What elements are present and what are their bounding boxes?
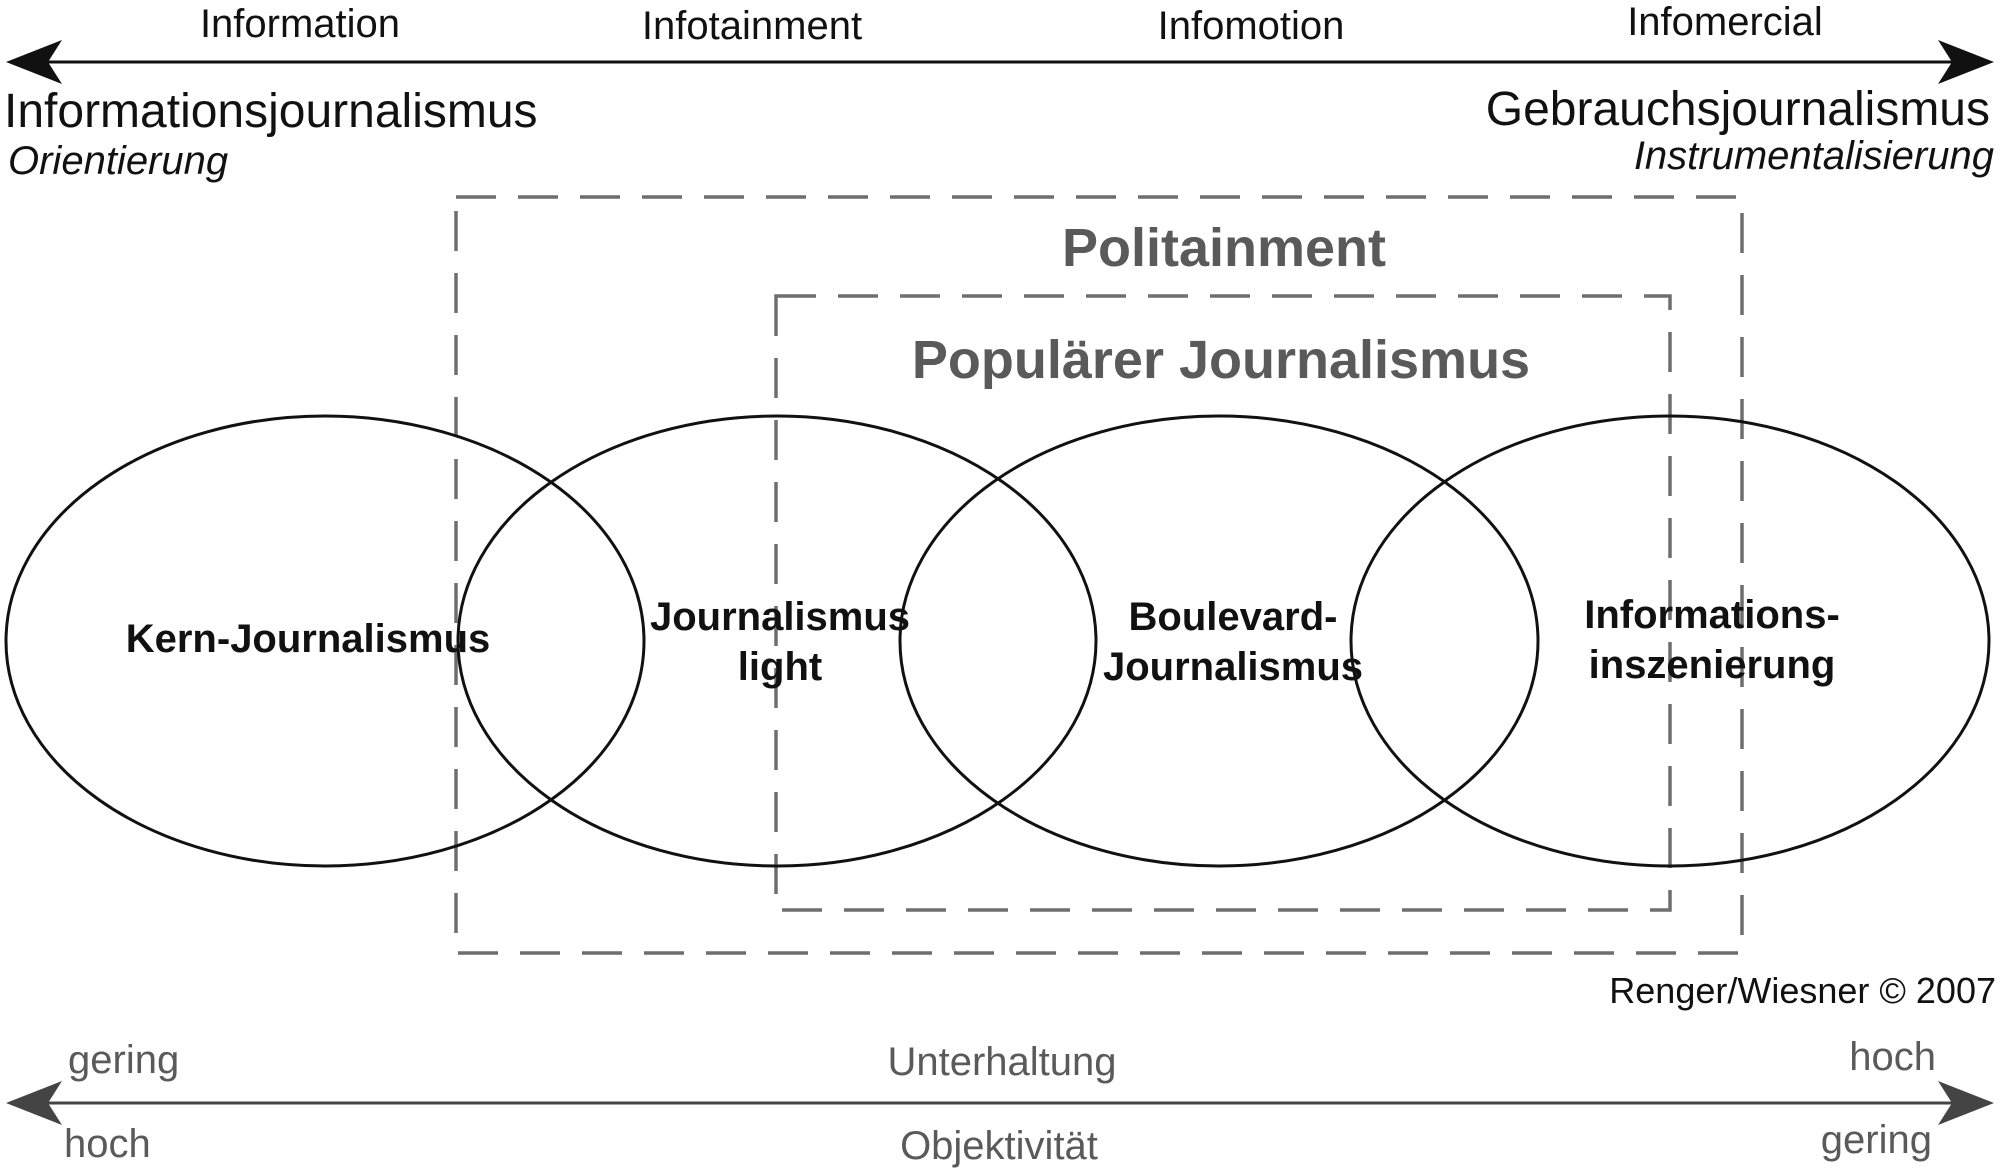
bottom-axis: gering Unterhaltung hoch hoch Objektivit… bbox=[6, 1035, 1994, 1168]
journalismus-light-ellipse bbox=[456, 414, 1098, 868]
popular-journalism-label: Populärer Journalismus bbox=[912, 330, 1530, 390]
journalismus-light-label-line1: Journalismus bbox=[650, 595, 910, 639]
objectivity-high-label: hoch bbox=[64, 1122, 151, 1166]
dashed-boxes: Politainment Populärer Journalismus bbox=[454, 195, 1744, 955]
informationsinszenierung-label-line2: inszenierung bbox=[1589, 643, 1836, 687]
informationsinszenierung-ellipse bbox=[1349, 414, 1991, 868]
stage-infotainment: Infotainment bbox=[642, 4, 862, 48]
popular-journalism-box bbox=[774, 294, 1672, 912]
right-pole-title: Gebrauchsjournalismus bbox=[1486, 83, 1990, 136]
top-axis-right-arrowhead bbox=[1938, 40, 1994, 84]
right-pole-subtitle: Instrumentalisierung bbox=[1634, 134, 1994, 178]
entertainment-low-label: gering bbox=[68, 1038, 179, 1082]
informationsinszenierung-label-line1: Informations- bbox=[1584, 593, 1840, 637]
objectivity-low-label: gering bbox=[1821, 1118, 1932, 1162]
left-pole-title: Informationsjournalismus bbox=[4, 85, 538, 138]
journalism-ellipses: Kern-Journalismus Journalismus light Bou… bbox=[4, 414, 1991, 868]
stage-infomotion: Infomotion bbox=[1158, 4, 1345, 48]
copyright-credit: Renger/Wiesner © 2007 bbox=[1609, 970, 1996, 1011]
politainment-box bbox=[454, 195, 1744, 955]
top-axis-left-arrowhead bbox=[6, 40, 62, 84]
top-axis: Information Infotainment Infomotion Info… bbox=[4, 0, 1994, 183]
bottom-axis-right-arrowhead bbox=[1938, 1081, 1994, 1125]
boulevard-journalismus-label-line1: Boulevard- bbox=[1129, 595, 1338, 639]
stage-information: Information bbox=[200, 2, 400, 46]
objectivity-label: Objektivität bbox=[900, 1124, 1098, 1168]
politainment-label: Politainment bbox=[1062, 218, 1386, 278]
journalismus-light-label-line2: light bbox=[738, 645, 822, 689]
stage-infomercial: Infomercial bbox=[1627, 0, 1823, 44]
left-pole-subtitle: Orientierung bbox=[8, 139, 228, 183]
boulevard-journalismus-ellipse bbox=[898, 414, 1540, 868]
entertainment-high-label: hoch bbox=[1849, 1035, 1936, 1079]
entertainment-label: Unterhaltung bbox=[887, 1040, 1116, 1084]
bottom-axis-left-arrowhead bbox=[6, 1081, 62, 1125]
kern-journalismus-label: Kern-Journalismus bbox=[126, 617, 491, 661]
kern-journalismus-ellipse bbox=[4, 414, 646, 868]
boulevard-journalismus-label-line2: Journalismus bbox=[1103, 645, 1363, 689]
